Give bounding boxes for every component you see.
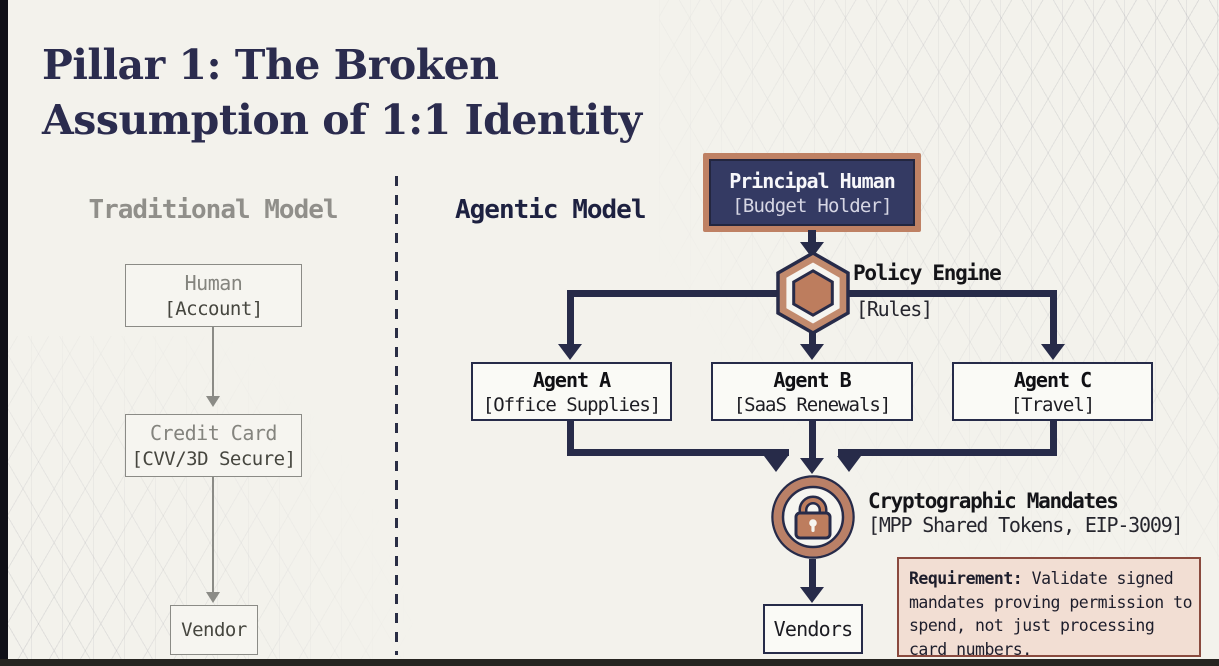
connector-line [809,330,816,346]
mandates-title: Cryptographic Mandates [868,489,1119,513]
principal-human-box-inner: Principal Human [Budget Holder] [709,159,915,226]
connector-line [567,421,574,456]
connector-line [212,477,214,593]
human-box-title: Human [184,270,243,295]
arrow-down-icon [800,344,824,360]
requirement-body: Validate signed mandates proving permiss… [909,569,1193,659]
vendor-box-title: Vendor [181,618,247,641]
arrow-down-icon [206,592,220,603]
page-title-line-1: Pillar 1: The Broken [42,41,499,89]
arrow-down-icon [558,344,582,360]
connector-line [1050,290,1057,346]
mandates-subtitle: [MPP Shared Tokens, EIP-3009] [868,513,1184,537]
agent-b-box: Agent B [SaaS Renewals] [711,362,913,421]
hexagon-icon [776,251,850,335]
human-box: Human [Account] [125,264,302,327]
credit-card-box: Credit Card [CVV/3D Secure] [125,414,302,477]
principal-human-title: Principal Human [729,168,896,193]
agent-a-subtitle: [Office Supplies] [482,393,661,416]
connector-line [567,290,574,346]
arrow-down-icon [800,587,824,603]
agent-b-subtitle: [SaaS Renewals] [733,393,892,416]
page-title-line-2: Assumption of 1:1 Identity [42,96,642,144]
arrow-down-icon [837,456,861,472]
section-divider [395,176,398,655]
connector-line [567,449,789,456]
page-title: Pillar 1: The Broken Assumption of 1:1 I… [42,38,642,148]
lock-icon [771,475,855,559]
vendor-box: Vendor [170,605,258,655]
agent-c-title: Agent C [1013,367,1092,392]
agent-a-title: Agent A [532,367,611,392]
arrow-down-icon [206,396,220,407]
agent-b-title: Agent B [773,367,851,392]
principal-human-box: Principal Human [Budget Holder] [703,153,921,232]
arrow-down-icon [764,456,788,472]
credit-card-box-title: Credit Card [150,420,277,445]
connector-line [212,327,214,397]
vendors-box-title: Vendors [773,617,853,641]
connector-line [1050,421,1057,456]
agent-a-box: Agent A [Office Supplies] [471,362,672,421]
connector-line [808,230,816,244]
traditional-model-label: Traditional Model [88,195,338,225]
connector-line [809,421,816,459]
requirement-note: Requirement: Validate signed mandates pr… [897,557,1201,659]
policy-engine-title: Policy Engine [853,261,1002,285]
human-box-subtitle: [Account] [164,297,263,320]
bottom-edge-bar [0,659,1219,666]
credit-card-box-subtitle: [CVV/3D Secure] [131,447,296,470]
vendors-box: Vendors [763,604,863,654]
connector-line [838,449,1057,456]
arrow-down-icon [1041,344,1065,360]
connector-line [809,559,816,589]
agentic-model-label: Agentic Model [455,195,646,225]
left-edge-bar [0,0,8,666]
agent-c-subtitle: [Travel] [1010,393,1096,416]
requirement-label: Requirement: [909,569,1023,588]
agent-c-box: Agent C [Travel] [952,362,1153,421]
policy-engine-subtitle: [Rules] [856,297,933,321]
principal-human-subtitle: [Budget Holder] [732,194,892,217]
arrow-down-icon [800,458,824,474]
